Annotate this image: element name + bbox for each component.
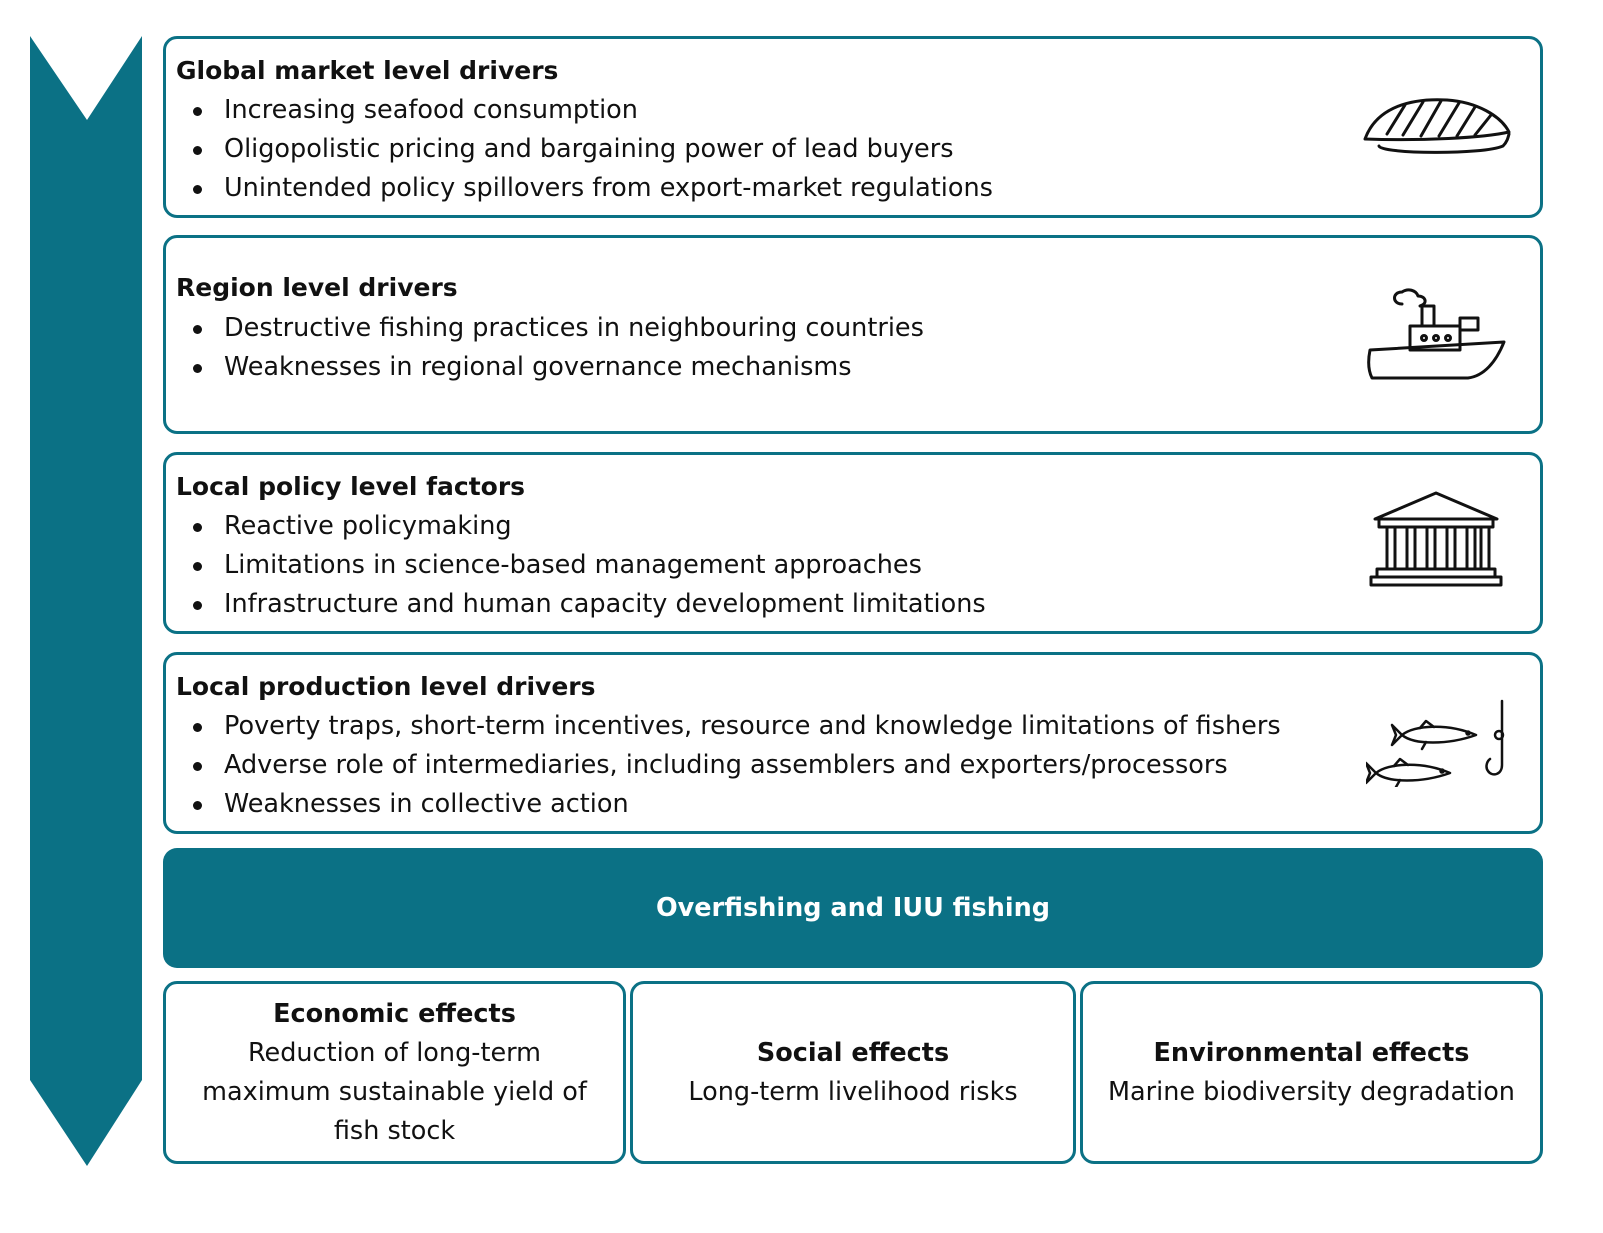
local-production-drivers-box: Local production level drivers Poverty t… xyxy=(163,652,1543,834)
environmental-effects-box: Environmental effects Marine biodiversit… xyxy=(1080,981,1543,1164)
effect-title: Environmental effects xyxy=(1153,1037,1470,1068)
effect-text: Reduction of long-term maximum sustainab… xyxy=(202,1037,587,1146)
box-title: Region level drivers xyxy=(176,273,458,302)
economic-effects-box: Economic effects Reduction of long-term … xyxy=(163,981,626,1164)
bullet-list: Reactive policymaking Limitations in sci… xyxy=(176,507,986,624)
fishing-boat-icon xyxy=(1367,288,1506,380)
effect-text: Long-term livelihood risks xyxy=(688,1076,1018,1107)
effect-text: Marine biodiversity degradation xyxy=(1108,1076,1515,1107)
effect-title: Social effects xyxy=(756,1037,950,1068)
bullet-item: Poverty traps, short-term incentives, re… xyxy=(176,707,1281,746)
bullet-item: Weaknesses in regional governance mechan… xyxy=(176,348,924,387)
bullet-item: Destructive fishing practices in neighbo… xyxy=(176,309,924,348)
global-market-drivers-box: Global market level drivers Increasing s… xyxy=(163,36,1543,218)
bullet-item: Increasing seafood consumption xyxy=(176,91,993,130)
down-chevron-arrow-icon xyxy=(30,36,142,1166)
outcome-banner: Overfishing and IUU fishing xyxy=(163,848,1543,968)
bullet-list: Increasing seafood consumption Oligopoli… xyxy=(176,91,993,208)
bullet-item: Oligopolistic pricing and bargaining pow… xyxy=(176,130,993,169)
bullet-list: Destructive fishing practices in neighbo… xyxy=(176,309,924,387)
bullet-item: Weaknesses in collective action xyxy=(176,785,1281,824)
bullet-item: Adverse role of intermediaries, includin… xyxy=(176,746,1281,785)
bullet-item: Unintended policy spillovers from export… xyxy=(176,169,993,208)
fish-and-hook-icon xyxy=(1366,699,1505,787)
bullet-list: Poverty traps, short-term incentives, re… xyxy=(176,707,1281,824)
box-title: Local policy level factors xyxy=(176,472,526,501)
region-drivers-box: Region level drivers Destructive fishing… xyxy=(163,235,1543,434)
bullet-item: Infrastructure and human capacity develo… xyxy=(176,585,986,624)
sushi-icon xyxy=(1363,98,1511,154)
box-title: Global market level drivers xyxy=(176,56,559,85)
box-title: Local production level drivers xyxy=(176,672,596,701)
bullet-item: Reactive policymaking xyxy=(176,507,986,546)
bullet-item: Limitations in science-based management … xyxy=(176,546,986,585)
local-policy-factors-box: Local policy level factors Reactive poli… xyxy=(163,452,1543,634)
government-building-icon xyxy=(1369,491,1503,587)
effect-title: Economic effects xyxy=(273,998,516,1029)
social-effects-box: Social effects Long-term livelihood risk… xyxy=(630,981,1076,1164)
